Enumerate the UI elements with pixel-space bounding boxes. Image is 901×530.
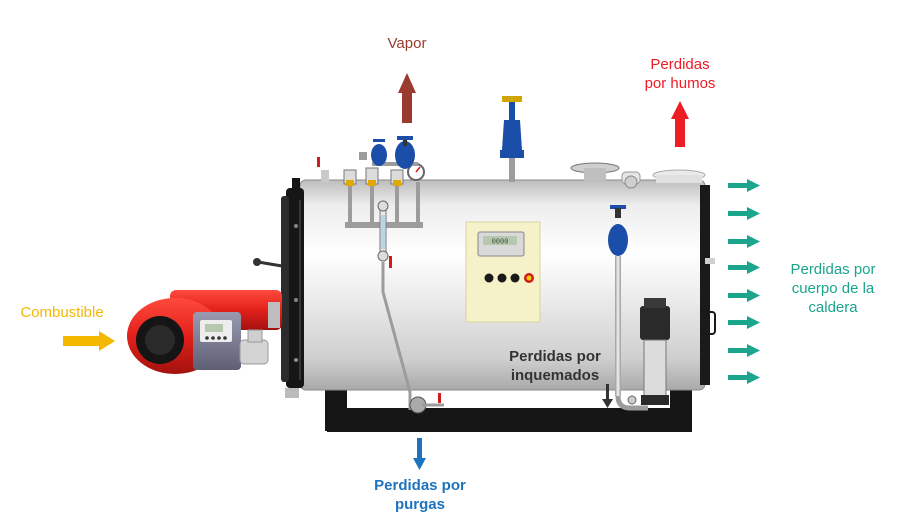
cuerpo-arrows: [728, 179, 760, 384]
inquemados-label: Perdidas por inquemados: [509, 348, 601, 384]
cuerpo-arrow-4: [728, 261, 760, 274]
cuerpo-arrow-7: [728, 344, 760, 357]
combustible-arrow: [63, 331, 115, 351]
burner: [127, 290, 282, 374]
cuerpo-arrow-5: [728, 289, 760, 302]
safety-valve: [500, 96, 524, 182]
purgas-arrow: [413, 438, 426, 470]
combustible-label: Combustible: [20, 304, 104, 321]
purgas-label: Perdidas por purgas: [374, 477, 466, 513]
front-door: [253, 178, 304, 398]
inquemados-arrow: [602, 384, 613, 408]
cuerpo-arrow-1: [728, 179, 760, 192]
cuerpo-label: Perdidas por cuerpo de la caldera: [790, 261, 876, 316]
humos-arrow: [671, 101, 689, 147]
vapor-label: Vapor: [387, 35, 427, 52]
cuerpo-arrow-8: [728, 371, 760, 384]
top-nozzles: [570, 162, 706, 189]
top-mountings: [317, 136, 444, 414]
cuerpo-arrow-6: [728, 316, 760, 329]
panel-display: 0000: [492, 239, 509, 247]
control-panel: 0000: [465, 221, 541, 323]
cuerpo-arrow-2: [728, 207, 760, 220]
humos-label: Perdidas por humos: [644, 56, 716, 92]
cuerpo-arrow-3: [728, 235, 760, 248]
vapor-arrow: [398, 73, 416, 123]
feed-pump: [608, 205, 670, 411]
